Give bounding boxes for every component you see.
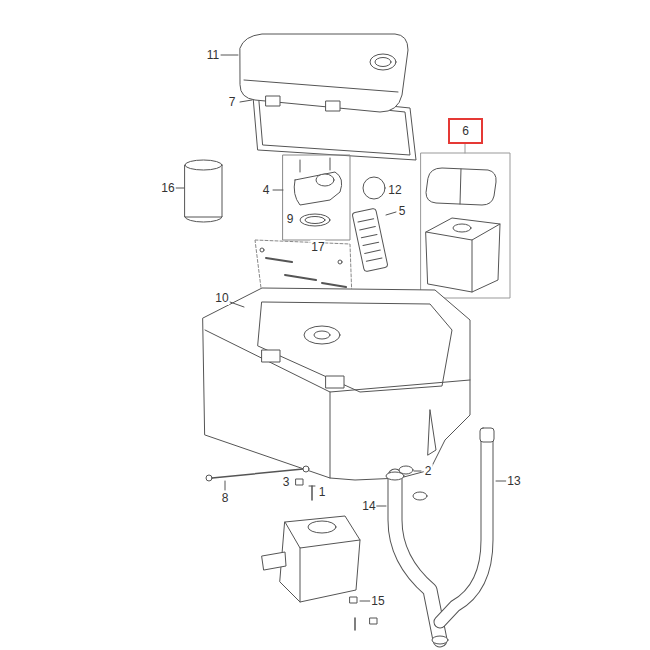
callout-number: 16: [160, 181, 175, 195]
filter-cartridge: [185, 165, 222, 217]
filter-box-edge: [472, 240, 473, 292]
filter-cartridge-top: [185, 160, 222, 170]
pump-base-edge: [300, 548, 301, 602]
hinge: [266, 96, 280, 106]
tank-latch: [326, 376, 344, 388]
screw: [300, 160, 301, 172]
filter-lid-seam: [460, 169, 461, 204]
filter-cartridge-bottom: [185, 217, 222, 222]
tank-foot: [428, 410, 436, 455]
callout-box: 6: [448, 118, 483, 144]
leader-line: [414, 471, 421, 472]
filter-box-edge: [426, 224, 500, 240]
filter-port: [453, 224, 471, 232]
lid-hole: [370, 54, 396, 70]
o-ring-inner: [305, 217, 325, 224]
bracket-rod: [266, 258, 292, 262]
bracket-rod: [322, 283, 346, 287]
leader-line: [496, 481, 506, 482]
lid-edge: [244, 80, 398, 92]
leader-line: [465, 144, 466, 153]
strainer: [352, 208, 388, 272]
callout-number: 4: [262, 183, 271, 197]
callout-number: 8: [221, 491, 230, 505]
cable-eye: [303, 466, 309, 472]
elbow-opening: [316, 174, 334, 186]
leader-line: [221, 55, 238, 56]
lid: [240, 34, 408, 112]
hose-clamp: [399, 466, 413, 474]
tank: [203, 288, 470, 480]
mount-plate: [262, 552, 286, 570]
pump-base: [280, 516, 360, 602]
tank-opening: [258, 302, 452, 392]
hose: [395, 476, 440, 640]
leader-line: [240, 100, 252, 102]
tank-latch: [262, 350, 280, 362]
screw: [338, 260, 342, 264]
leader-line: [376, 506, 386, 507]
callout-number: 1: [318, 485, 327, 499]
bracket-rod: [285, 275, 316, 280]
screw: [260, 248, 264, 252]
clip: [350, 597, 357, 603]
lid-hole-inner: [375, 58, 391, 67]
group-frame: [421, 153, 510, 298]
hose-fill: [440, 438, 487, 622]
nut: [296, 479, 303, 485]
tank-spout: [304, 326, 340, 344]
cable-eye: [206, 475, 212, 481]
leader-line: [386, 212, 396, 215]
pump-port: [308, 521, 336, 533]
hose-end: [432, 636, 448, 644]
callout-number: 5: [398, 204, 407, 218]
leader-line: [225, 481, 226, 490]
leader-line: [273, 190, 283, 191]
elbow-fitting: [294, 172, 341, 205]
filter-box: [426, 218, 500, 292]
callout-number: 14: [361, 499, 376, 513]
screw: [354, 618, 356, 630]
hinge: [326, 101, 340, 111]
group-frame: [283, 155, 350, 240]
clip: [370, 618, 377, 624]
o-ring: [300, 214, 330, 226]
callout-number: 6: [462, 124, 469, 138]
callout-number: 11: [206, 48, 220, 62]
hose-cap: [480, 428, 494, 442]
callout-number: 7: [228, 95, 237, 109]
callout-number: 15: [370, 594, 385, 608]
pump-base-edge: [285, 522, 360, 548]
float-ball: [363, 177, 385, 199]
hose-clamp: [413, 492, 427, 500]
leader-line: [360, 601, 370, 602]
callout-number: 13: [506, 474, 521, 488]
callout-number: 17: [310, 240, 325, 254]
hose-fill: [395, 476, 440, 640]
callout-number: 12: [387, 183, 402, 197]
filter-lid: [426, 168, 496, 205]
callout-number: 2: [424, 464, 433, 478]
leader-line: [230, 302, 244, 307]
screw: [311, 486, 313, 500]
leader-line: [176, 188, 184, 189]
tank-spout-hole: [314, 331, 330, 339]
hose: [440, 438, 487, 622]
tank-edge: [330, 392, 331, 478]
callout-number: 10: [214, 291, 229, 305]
callout-number: 9: [286, 212, 295, 226]
screw: [330, 158, 331, 170]
screw-head: [309, 486, 315, 487]
callout-number: 3: [282, 475, 291, 489]
